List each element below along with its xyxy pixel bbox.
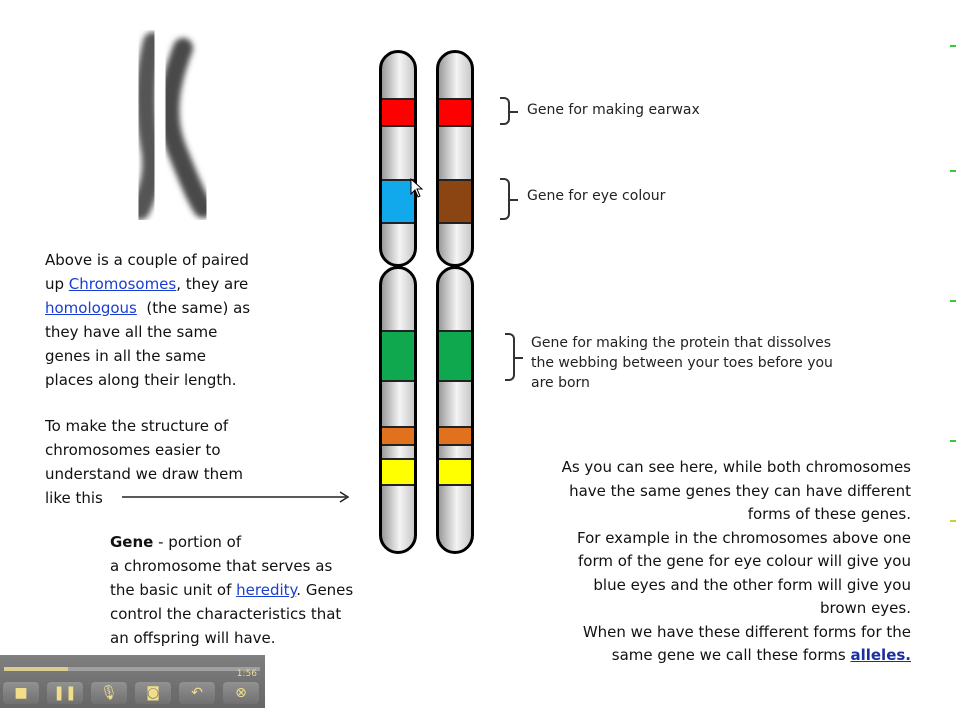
brace-icon bbox=[500, 178, 518, 220]
close-icon: ⊗ bbox=[235, 685, 247, 701]
earwax-gene-band bbox=[439, 98, 471, 127]
text-line: understand we draw them bbox=[45, 465, 244, 483]
text: . Genes bbox=[296, 581, 354, 599]
text-line: places along their length. bbox=[45, 371, 237, 389]
text-line: chromosomes easier to bbox=[45, 441, 221, 459]
brace-icon bbox=[500, 97, 518, 125]
text-line: like this bbox=[45, 489, 103, 507]
text: - portion of bbox=[153, 533, 242, 551]
chromosome-micrograph bbox=[130, 32, 213, 220]
structure-paragraph: To make the structure of chromosomes eas… bbox=[45, 414, 243, 510]
progress-fill bbox=[4, 667, 68, 671]
mouse-cursor-icon bbox=[410, 178, 424, 198]
text-line: To make the structure of bbox=[45, 417, 229, 435]
earwax-gene-label: Gene for making earwax bbox=[527, 102, 700, 118]
gene-term: Gene bbox=[110, 533, 154, 551]
intro-paragraph: Above is a couple of paired up Chromosom… bbox=[45, 248, 250, 392]
close-button[interactable]: ⊗ bbox=[223, 682, 259, 704]
text-line: blue eyes and the other form will give y… bbox=[593, 575, 911, 594]
text-line: an offspring will have. bbox=[110, 629, 276, 647]
text-line: Above is a couple of paired bbox=[45, 251, 249, 269]
text: , they are bbox=[176, 275, 249, 293]
text: the basic unit of bbox=[110, 581, 237, 599]
eye-colour-gene-band-brown bbox=[439, 179, 471, 224]
heredity-link[interactable]: heredity bbox=[236, 581, 297, 599]
webbing-gene-band bbox=[439, 330, 471, 382]
marker bbox=[950, 45, 956, 47]
right-chromosome-lower-arm bbox=[436, 266, 474, 554]
microphone-button[interactable]: 🎙 bbox=[91, 682, 127, 704]
recorder-toolbar: 1:56 ■ ❚❚ 🎙 ◙ ↶ ⊗ bbox=[0, 655, 265, 708]
text-line: the webbing between your toes before you bbox=[531, 355, 833, 371]
text: up bbox=[45, 275, 69, 293]
text-line: When we have these different forms for t… bbox=[582, 622, 911, 641]
elapsed-time: 1:56 bbox=[236, 669, 257, 679]
text-line: are born bbox=[531, 375, 590, 391]
left-chromosome-lower-arm bbox=[379, 266, 417, 554]
text-line: form of the gene for eye colour will giv… bbox=[578, 552, 911, 570]
arrow-icon bbox=[122, 491, 350, 503]
pause-icon: ❚❚ bbox=[53, 685, 77, 701]
marker bbox=[950, 170, 956, 172]
orange-gene-band bbox=[382, 426, 414, 446]
marker bbox=[950, 520, 956, 522]
text-line: For example in the chromosomes above one bbox=[576, 528, 911, 547]
orange-gene-band bbox=[439, 426, 471, 446]
undo-icon: ↶ bbox=[191, 685, 203, 701]
alleles-paragraph: As you can see here, while both chromoso… bbox=[470, 456, 911, 668]
microphone-icon: 🎙 bbox=[100, 685, 118, 701]
text: same gene we call these forms bbox=[611, 646, 851, 664]
text: (the same) as bbox=[136, 299, 251, 317]
webbing-gene-label: Gene for making the protein that dissolv… bbox=[531, 333, 833, 393]
webcam-button[interactable]: ◙ bbox=[135, 682, 171, 704]
yellow-gene-band bbox=[382, 458, 414, 486]
earwax-gene-band bbox=[382, 98, 414, 127]
marker bbox=[950, 440, 956, 442]
eye-colour-gene-label: Gene for eye colour bbox=[527, 188, 666, 204]
text-line: brown eyes. bbox=[820, 599, 911, 617]
right-chromosome-upper-arm bbox=[436, 50, 474, 267]
text-line: genes in all the same bbox=[45, 347, 207, 365]
webbing-gene-band bbox=[382, 330, 414, 382]
undo-button[interactable]: ↶ bbox=[179, 682, 215, 704]
text-line: forms of these genes. bbox=[747, 505, 911, 523]
text-line: have the same genes they can have differ… bbox=[569, 481, 911, 500]
stop-button[interactable]: ■ bbox=[3, 682, 39, 704]
left-chromosome-upper-arm bbox=[379, 50, 417, 267]
gene-definition: Gene - portion of a chromosome that serv… bbox=[110, 530, 353, 650]
text-line: control the characteristics that bbox=[110, 605, 342, 623]
alleles-link[interactable]: alleles. bbox=[850, 646, 911, 664]
text-line: As you can see here, while both chromoso… bbox=[561, 458, 911, 476]
webcam-icon: ◙ bbox=[146, 685, 160, 701]
marker bbox=[950, 300, 956, 302]
stop-icon: ■ bbox=[14, 685, 28, 701]
pause-button[interactable]: ❚❚ bbox=[47, 682, 83, 704]
text-line: Gene for making the protein that dissolv… bbox=[531, 335, 832, 351]
brace-icon bbox=[505, 333, 523, 381]
homologous-link[interactable]: homologous bbox=[45, 299, 137, 317]
chromosomes-link[interactable]: Chromosomes bbox=[68, 275, 177, 293]
text-line: they have all the same bbox=[45, 323, 218, 341]
text-line: a chromosome that serves as bbox=[110, 557, 333, 575]
progress-track[interactable] bbox=[4, 667, 260, 671]
eye-colour-gene-band-blue bbox=[382, 179, 414, 224]
yellow-gene-band bbox=[439, 458, 471, 486]
